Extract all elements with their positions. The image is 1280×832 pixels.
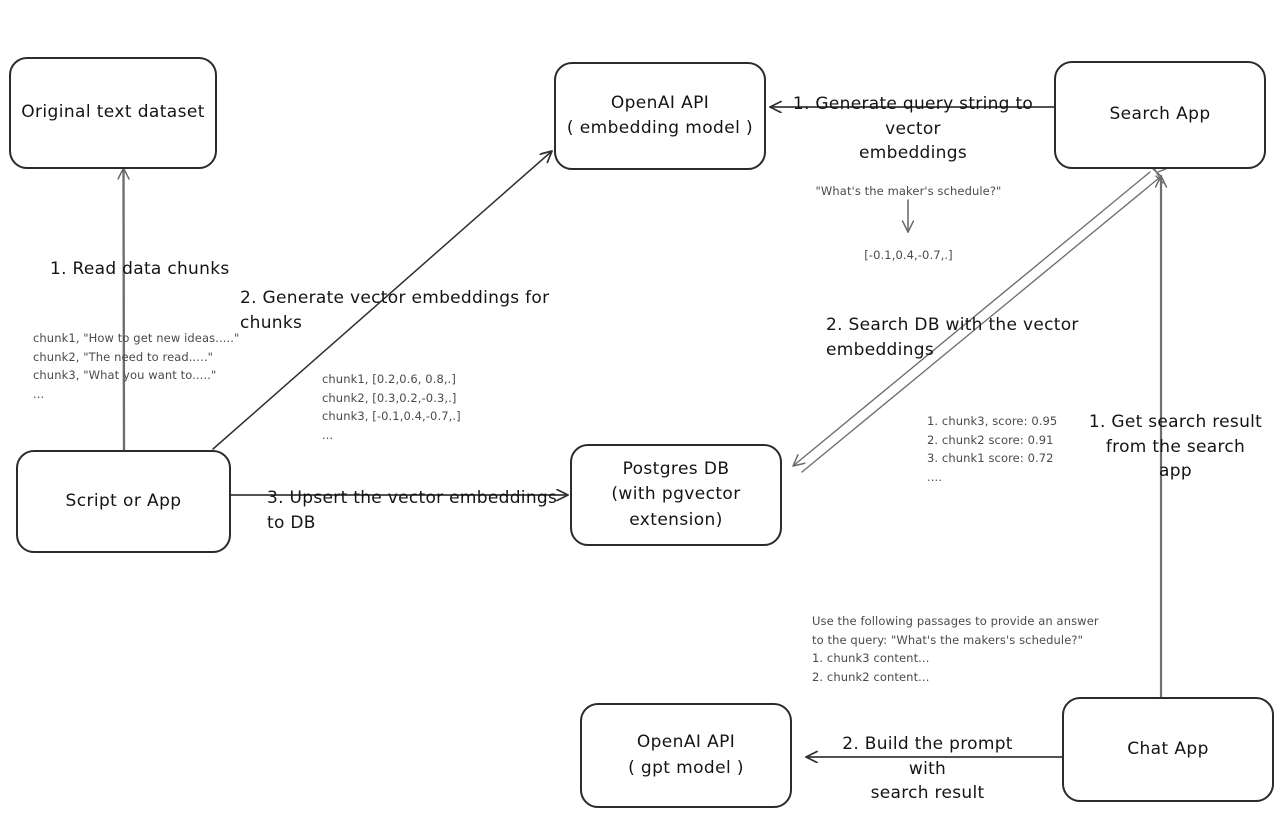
node-script-or-app[interactable]: Script or App — [16, 450, 231, 553]
edge-label-build-prompt: 2. Build the prompt with search result — [842, 734, 1013, 804]
node-openai-embedding-api-line2: ( embedding model ) — [566, 118, 754, 138]
node-script-or-app-label: Script or App — [65, 490, 182, 511]
node-openai-gpt-api-line2: ( gpt model ) — [628, 757, 744, 778]
note-prompt-sample: Use the following passages to provide an… — [812, 614, 1099, 684]
node-postgres-db-line2: (with pgvector extension) — [611, 484, 741, 530]
node-search-app[interactable]: Search App — [1054, 61, 1266, 169]
note-search-results: 1. chunk3, score: 0.95 2. chunk2 score: … — [927, 414, 1058, 484]
edge-label-search-db: 2. Search DB with the vector embeddings — [826, 315, 1079, 360]
note-query-vector: [-0.1,0.4,-0.7,.] — [864, 248, 953, 262]
note-chunks-sample: chunk1, "How to get new ideas....." chun… — [33, 331, 240, 401]
note-query-text: "What's the maker's schedule?" — [815, 184, 1002, 198]
node-openai-embedding-api-line1: OpenAI API — [610, 92, 710, 113]
node-original-text-dataset-label: Original text dataset — [21, 102, 205, 123]
node-postgres-db-line1: Postgres DB — [622, 458, 730, 479]
node-chat-app-label: Chat App — [1127, 738, 1209, 759]
node-original-text-dataset[interactable]: Original text dataset — [9, 57, 217, 169]
edge-label-generate-vector-embeddings: 2. Generate vector embeddings for chunks — [240, 288, 550, 333]
edge-label-get-search-result: 1. Get search result from the search app — [1088, 412, 1263, 482]
node-openai-embedding-api[interactable]: OpenAI API ( embedding model ) — [554, 62, 766, 170]
connector-read-data-chunks — [124, 166, 125, 454]
node-search-app-label: Search App — [1109, 104, 1211, 125]
node-openai-gpt-api-line1: OpenAI API — [636, 732, 736, 752]
node-postgres-db[interactable]: Postgres DB (with pgvector extension) — [570, 444, 782, 546]
edge-label-read-data-chunks: 1. Read data chunks — [50, 259, 230, 279]
note-embeddings-sample: chunk1, [0.2,0.6, 0.8,.] chunk2, [0.3,0.… — [322, 372, 461, 442]
node-chat-app[interactable]: Chat App — [1062, 697, 1274, 802]
edge-label-upsert-to-db: 3. Upsert the vector embeddings to DB — [267, 488, 558, 533]
edge-label-generate-query-embeddings: 1. Generate query string to vector embed… — [792, 94, 1034, 164]
node-openai-gpt-api[interactable]: OpenAI API ( gpt model ) — [580, 703, 792, 808]
